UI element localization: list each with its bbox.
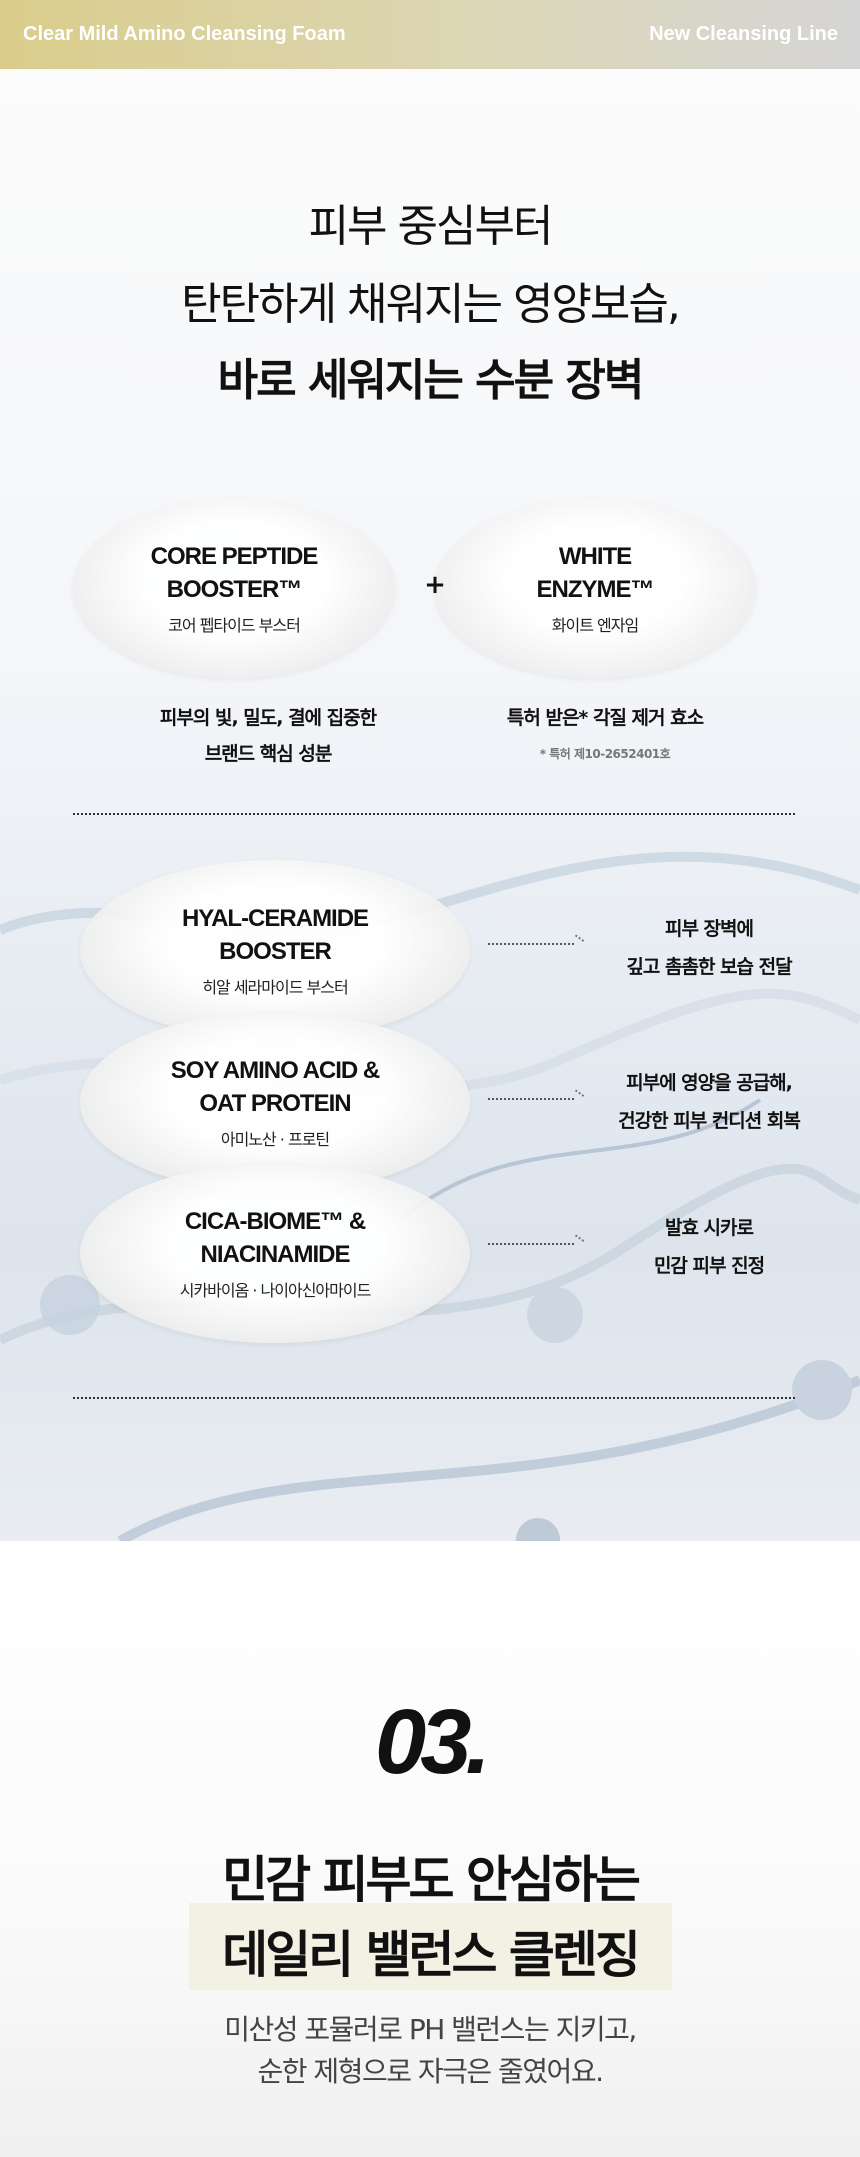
benefit-line: 피부 장벽에 <box>664 918 754 940</box>
section-title-2: 데일리 밸런스 클렌징 <box>222 1926 641 1984</box>
benefit-text: 발효 시카로 민감 피부 진정 <box>589 1209 829 1285</box>
ingredient-korean: 화이트 엔자임 <box>551 616 639 635</box>
desc-line: 피부의 빛, 밀도, 결에 집중한 <box>159 707 377 729</box>
intro-line-3: 바로 세워지는 수분 장벽 <box>217 355 645 406</box>
divider <box>73 813 795 815</box>
ingredient-korean: 아미노산 · 프로틴 <box>220 1130 330 1149</box>
section-body-2: 순한 제형으로 자극은 줄였어요. <box>257 2055 604 2088</box>
water-drop <box>40 1275 100 1335</box>
connector-line <box>488 1243 574 1245</box>
connector-line <box>488 1098 574 1100</box>
hyal-ceramide-bubble: HYAL-CERAMIDE BOOSTER 히알 세라마이드 부스터 <box>80 860 470 1040</box>
ingredient-name: SOY AMINO ACID & <box>170 1057 380 1084</box>
benefit-text: 피부에 영양을 공급해, 건강한 피부 컨디션 회복 <box>589 1064 829 1140</box>
desc-line: 브랜드 핵심 성분 <box>204 743 333 765</box>
benefit-line: 발효 시카로 <box>664 1217 754 1239</box>
patent-footnote: * 특허 제10-2652401호 <box>539 747 671 761</box>
water-drop <box>516 1518 560 1541</box>
section-3-background <box>0 1541 860 2157</box>
ingredient-name: OAT PROTEIN <box>199 1090 351 1117</box>
benefit-line: 민감 피부 진정 <box>653 1255 765 1277</box>
ingredient-name: CICA-BIOME™ & <box>184 1208 366 1235</box>
ingredient-name: BOOSTER <box>219 938 332 965</box>
product-name: Clear Mild Amino Cleansing Foam <box>23 23 346 45</box>
plus-icon: + <box>424 570 446 600</box>
section-title-1: 민감 피부도 안심하는 <box>222 1851 641 1909</box>
ingredient-name: WHITE <box>558 543 632 570</box>
benefit-line: 건강한 피부 컨디션 회복 <box>618 1110 801 1132</box>
ingredient-name: CORE PEPTIDE <box>150 543 319 570</box>
section-body-1: 미산성 포뮬러로 PH 밸런스는 지키고, <box>224 2013 637 2046</box>
water-drop <box>527 1287 583 1343</box>
core-peptide-desc: 피부의 빛, 밀도, 결에 집중한 브랜드 핵심 성분 <box>118 700 418 772</box>
ingredient-name: NIACINAMIDE <box>200 1241 351 1268</box>
water-drop <box>792 1360 852 1420</box>
ingredient-korean: 시카바이옴 · 나이아신아마이드 <box>179 1281 372 1300</box>
intro-line-2: 탄탄하게 채워지는 영양보습, <box>181 279 681 330</box>
core-peptide-bubble: CORE PEPTIDE BOOSTER™ 코어 펩타이드 부스터 <box>73 498 395 678</box>
title-highlight <box>189 1903 672 1990</box>
white-enzyme-bubble: WHITE ENZYME™ 화이트 엔자임 <box>434 498 756 678</box>
benefit-line: 깊고 촘촘한 보습 전달 <box>626 956 792 978</box>
divider <box>73 1397 795 1399</box>
connector-line <box>488 943 574 945</box>
ingredient-name: HYAL-CERAMIDE <box>181 905 369 932</box>
ingredient-name: BOOSTER™ <box>166 576 303 603</box>
line-name: New Cleansing Line <box>649 23 838 45</box>
cica-biome-bubble: CICA-BIOME™ & NIACINAMIDE 시카바이옴 · 나이아신아마… <box>80 1163 470 1343</box>
ingredient-name: ENZYME™ <box>536 576 654 603</box>
ingredient-korean: 코어 펩타이드 부스터 <box>168 616 301 635</box>
benefit-line: 피부에 영양을 공급해, <box>626 1072 793 1094</box>
benefit-text: 피부 장벽에 깊고 촘촘한 보습 전달 <box>589 910 829 986</box>
intro-line-1: 피부 중심부터 <box>308 201 554 252</box>
ingredient-korean: 히알 세라마이드 부스터 <box>202 978 348 997</box>
top-banner: Clear Mild Amino Cleansing Foam New Clea… <box>0 0 860 69</box>
soy-amino-bubble: SOY AMINO ACID & OAT PROTEIN 아미노산 · 프로틴 <box>80 1012 470 1192</box>
section-number: 03. <box>375 1691 491 1793</box>
desc-line: 특허 받은* 각질 제거 효소 <box>506 707 704 729</box>
white-enzyme-desc: 특허 받은* 각질 제거 효소 * 특허 제10-2652401호 <box>455 700 755 772</box>
